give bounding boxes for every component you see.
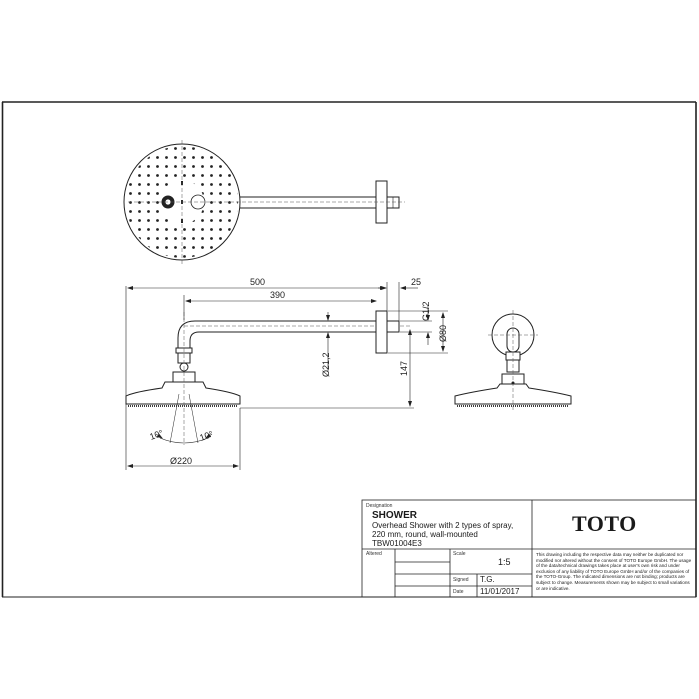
dim-spray-angle-left: 10° [148,428,165,442]
legal-disclaimer: This drawing including the respective da… [536,552,692,591]
designation-label: Designation [366,503,393,509]
signed-label: Signed [453,577,469,583]
dim-flange-diameter: Ø80 [438,325,448,342]
front-view [454,310,572,412]
dim-arm-length: 390 [270,290,285,300]
title-block-grid [361,499,697,598]
product-description-line2: 220 mm, round, wall-mounted [372,530,478,539]
product-description-line1: Overhead Shower with 2 types of spray, [372,521,514,530]
dim-pipe-diameter: Ø21,2 [321,352,331,377]
altered-label: Altered [366,551,382,557]
date-label: Date [453,589,464,595]
date-value: 11/01/2017 [480,587,520,596]
scale-value: 1:5 [498,557,511,567]
dim-spray-angle-right: 10° [198,429,215,443]
article-number: TBW01004E3 [372,539,422,548]
dim-head-diameter: Ø220 [170,456,192,466]
top-view [123,140,405,264]
dim-overall-length: 500 [250,277,265,287]
dim-height-drop: 147 [399,361,409,376]
product-name: SHOWER [372,510,417,521]
dimension-lines [125,282,448,470]
dim-thread: G1/2 [421,301,431,321]
scale-label: Scale [453,551,466,557]
toto-logo: TOTO [572,511,637,536]
side-view [125,310,410,445]
dim-flange-depth: 25 [411,277,421,287]
signed-value: T.G. [480,575,495,584]
